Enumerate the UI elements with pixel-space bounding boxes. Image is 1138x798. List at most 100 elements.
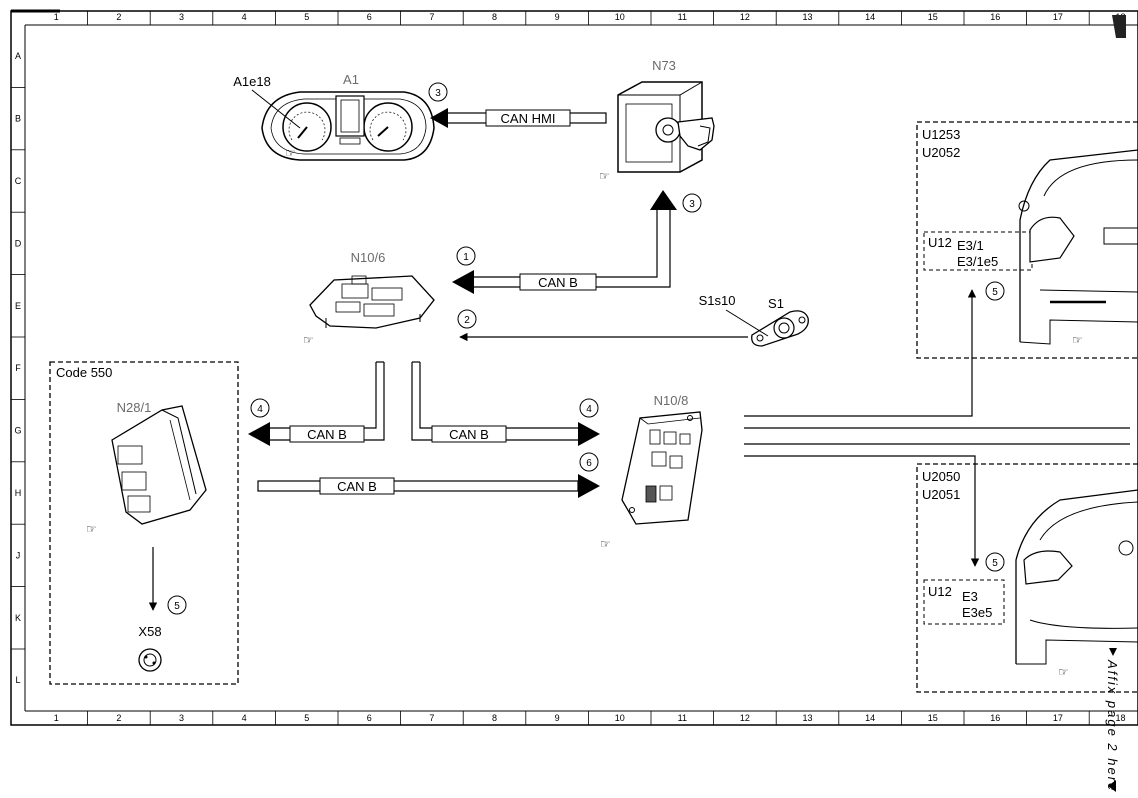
- grid-column-label: 8: [492, 12, 497, 22]
- pointing-hand-icon: ☞: [285, 146, 296, 160]
- label-n10-6: N10/6: [351, 250, 386, 265]
- e-bottom-line1: E3: [962, 589, 978, 604]
- grid-column-label: 17: [1053, 713, 1063, 723]
- grid-row-label: B: [15, 114, 21, 124]
- codes-bottom-line2: U2051: [922, 487, 960, 502]
- grid-column-label: 3: [179, 12, 184, 22]
- pointing-hand-icon: ☞: [599, 169, 610, 183]
- svg-text:6: 6: [586, 458, 592, 469]
- grid-column-label: 6: [367, 12, 372, 22]
- grid-row-label: E: [15, 301, 21, 311]
- grid-column-label: 14: [865, 12, 875, 22]
- code-box-title: Code 550: [56, 365, 112, 380]
- affix-arrow-top-icon: [1109, 648, 1117, 656]
- drawing-frame: [10, 9, 1138, 726]
- grid-column-label: 15: [928, 713, 938, 723]
- instrument-cluster-a1: [261, 91, 435, 161]
- grid-column-label: 4: [242, 713, 247, 723]
- grid-column-label: 12: [740, 12, 750, 22]
- car-rear-top: [1018, 149, 1138, 345]
- label-n28-1: N28/1: [117, 400, 152, 415]
- svg-text:4: 4: [257, 404, 263, 415]
- pointing-hand-icon: ☞: [303, 333, 314, 347]
- grid-column-label: 1: [54, 12, 59, 22]
- u12-bottom: U12: [928, 584, 952, 599]
- grid-column-label: 7: [429, 713, 434, 723]
- grid-row-label: C: [15, 176, 22, 186]
- ignition-module-n73: [617, 81, 715, 173]
- svg-text:5: 5: [174, 601, 180, 612]
- corner-mark-icon: [1112, 15, 1126, 38]
- light-switch-s1: [751, 310, 809, 347]
- can-b-h-line: [257, 474, 600, 498]
- label-s1: S1: [768, 296, 784, 311]
- svg-text:2: 2: [464, 315, 470, 326]
- grid-row-label: H: [15, 488, 22, 498]
- grid-column-label: 6: [367, 713, 372, 723]
- pointing-hand-icon: ☞: [1058, 665, 1069, 679]
- circle-3-a1: 3: [428, 82, 448, 102]
- circle-3-n73: 3: [682, 193, 702, 213]
- label-n10-8: N10/8: [654, 393, 689, 408]
- pointer-icons: ☞☞☞☞☞☞☞: [86, 146, 1083, 679]
- grid-column-label: 5: [304, 12, 309, 22]
- grid-column-label: 10: [615, 713, 625, 723]
- circle-4-left: 4: [250, 398, 270, 418]
- can-hmi-line: [430, 108, 607, 128]
- grid-row-label: G: [14, 426, 21, 436]
- grid-column-label: 17: [1053, 12, 1063, 22]
- grid-column-label: 3: [179, 713, 184, 723]
- label-n73: N73: [652, 58, 676, 73]
- circle-5-top: 5: [985, 281, 1005, 301]
- codes-top-line1: U1253: [922, 127, 960, 142]
- pointing-hand-icon: ☞: [600, 537, 611, 551]
- pointing-hand-icon: ☞: [86, 522, 97, 536]
- label-a1: A1: [343, 72, 359, 87]
- codes-top-line2: U2052: [922, 145, 960, 160]
- circle-5-bottom: 5: [985, 552, 1005, 572]
- svg-text:5: 5: [992, 558, 998, 569]
- grid-row-label: A: [15, 51, 21, 61]
- label-s1s10: S1s10: [699, 293, 736, 308]
- svg-text:3: 3: [689, 199, 695, 210]
- grid-row-label: D: [15, 238, 22, 248]
- can-b-right-branch: [411, 361, 600, 446]
- affix-arrow-bottom-icon: [1108, 780, 1116, 792]
- grid-column-label: 4: [242, 12, 247, 22]
- u12-box-bottom: [923, 579, 1005, 625]
- connector-x58: [138, 648, 162, 672]
- module-n10-6: [309, 275, 435, 329]
- grid-column-label: 5: [304, 713, 309, 723]
- signal-lines-right: [744, 289, 1130, 567]
- can-b-left-branch: [248, 361, 385, 446]
- can-b-label-h: CAN B: [337, 479, 377, 494]
- grid-column-label: 9: [555, 713, 560, 723]
- circle-6: 6: [579, 452, 599, 472]
- grid-row-label: L: [15, 675, 20, 685]
- leader-a1e18: [251, 89, 301, 129]
- grid-column-label: 1: [54, 713, 59, 723]
- svg-text:1: 1: [463, 252, 469, 263]
- grid-column-label: 12: [740, 713, 750, 723]
- grid-column-label: 13: [802, 12, 812, 22]
- affix-note: Affix page 2 here: [1105, 648, 1120, 792]
- can-b-label-g-right: CAN B: [449, 427, 489, 442]
- grid-column-label: 15: [928, 12, 938, 22]
- grid-column-label: 11: [678, 12, 687, 22]
- rear-lamp-box-top: [916, 121, 1138, 359]
- grid-column-label: 13: [802, 713, 812, 723]
- e-top-line1: E3/1: [957, 238, 984, 253]
- affix-note-text: Affix page 2 here: [1105, 659, 1120, 792]
- grid-column-label: 18: [1115, 713, 1125, 723]
- can-b-line-1: [452, 190, 677, 294]
- grid-column-label: 2: [116, 12, 121, 22]
- e-bottom-line2: E3e5: [962, 605, 992, 620]
- leader-s1s10: [725, 309, 769, 337]
- grid-row-label: F: [15, 363, 21, 373]
- grid-column-label: 9: [555, 12, 560, 22]
- grid-column-label: 10: [615, 12, 625, 22]
- circle-5-x58: 5: [167, 595, 187, 615]
